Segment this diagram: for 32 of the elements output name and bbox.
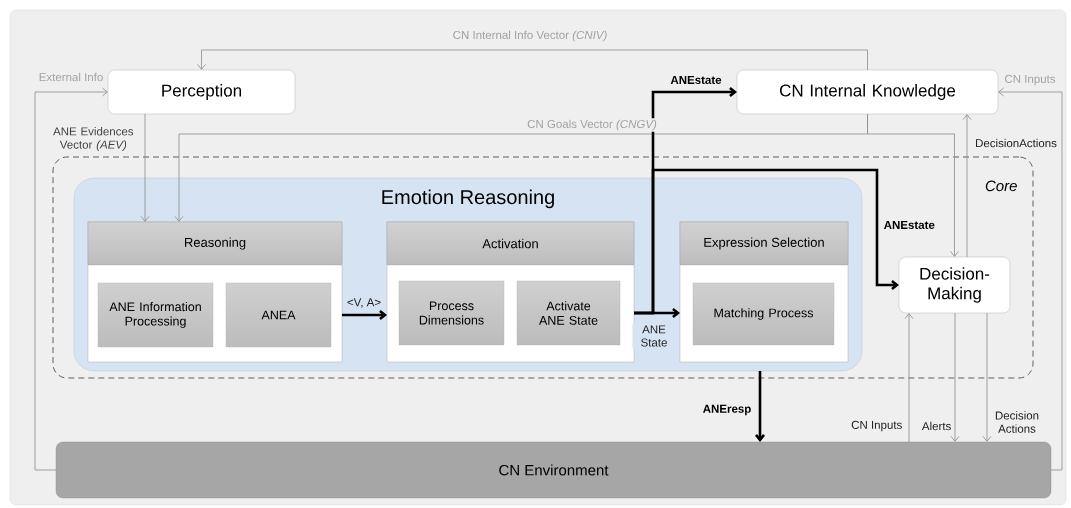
process-box: Matching Process [692,282,835,346]
edge-label: ANE Evidences Vector (AEV) [46,125,140,153]
process-box: ANE Information Processing [97,282,214,348]
process-box: CN Internal Knowledge [736,69,999,115]
edge-label: CN Inputs [849,419,904,433]
arrow [342,309,387,320]
arrow [982,312,992,442]
edge-label: ANEstate [882,219,937,231]
process-box: Perception [107,69,296,115]
arrow [34,87,108,471]
edge-label: CN Internal Info Vector (CNIV) [451,29,609,43]
edge-label: ANEstate [668,74,724,86]
edge-label: Alerts [920,420,953,432]
edge-label: CN Inputs [1002,73,1058,87]
arrow [950,312,960,442]
environment-bar: CN Environment [55,441,1052,499]
process-box: Process Dimensions [398,280,505,346]
arrow [904,313,914,443]
arrow [998,87,1063,471]
arrow [140,113,150,222]
process-box: Activate ANE State [516,280,621,346]
process-box: Decision-Making [898,256,1011,314]
edge-label: ANEresp [701,403,753,417]
edge-label: External Info [37,71,105,83]
edge-label: CN Goals Vector (CNGV) [525,118,659,132]
edge-label: DecisionActions [973,137,1059,149]
process-box: ANEA [225,282,332,348]
arrow [755,371,765,442]
arrow [962,114,972,258]
arrow [867,113,959,257]
arrow [634,168,899,315]
arrow [197,49,868,71]
